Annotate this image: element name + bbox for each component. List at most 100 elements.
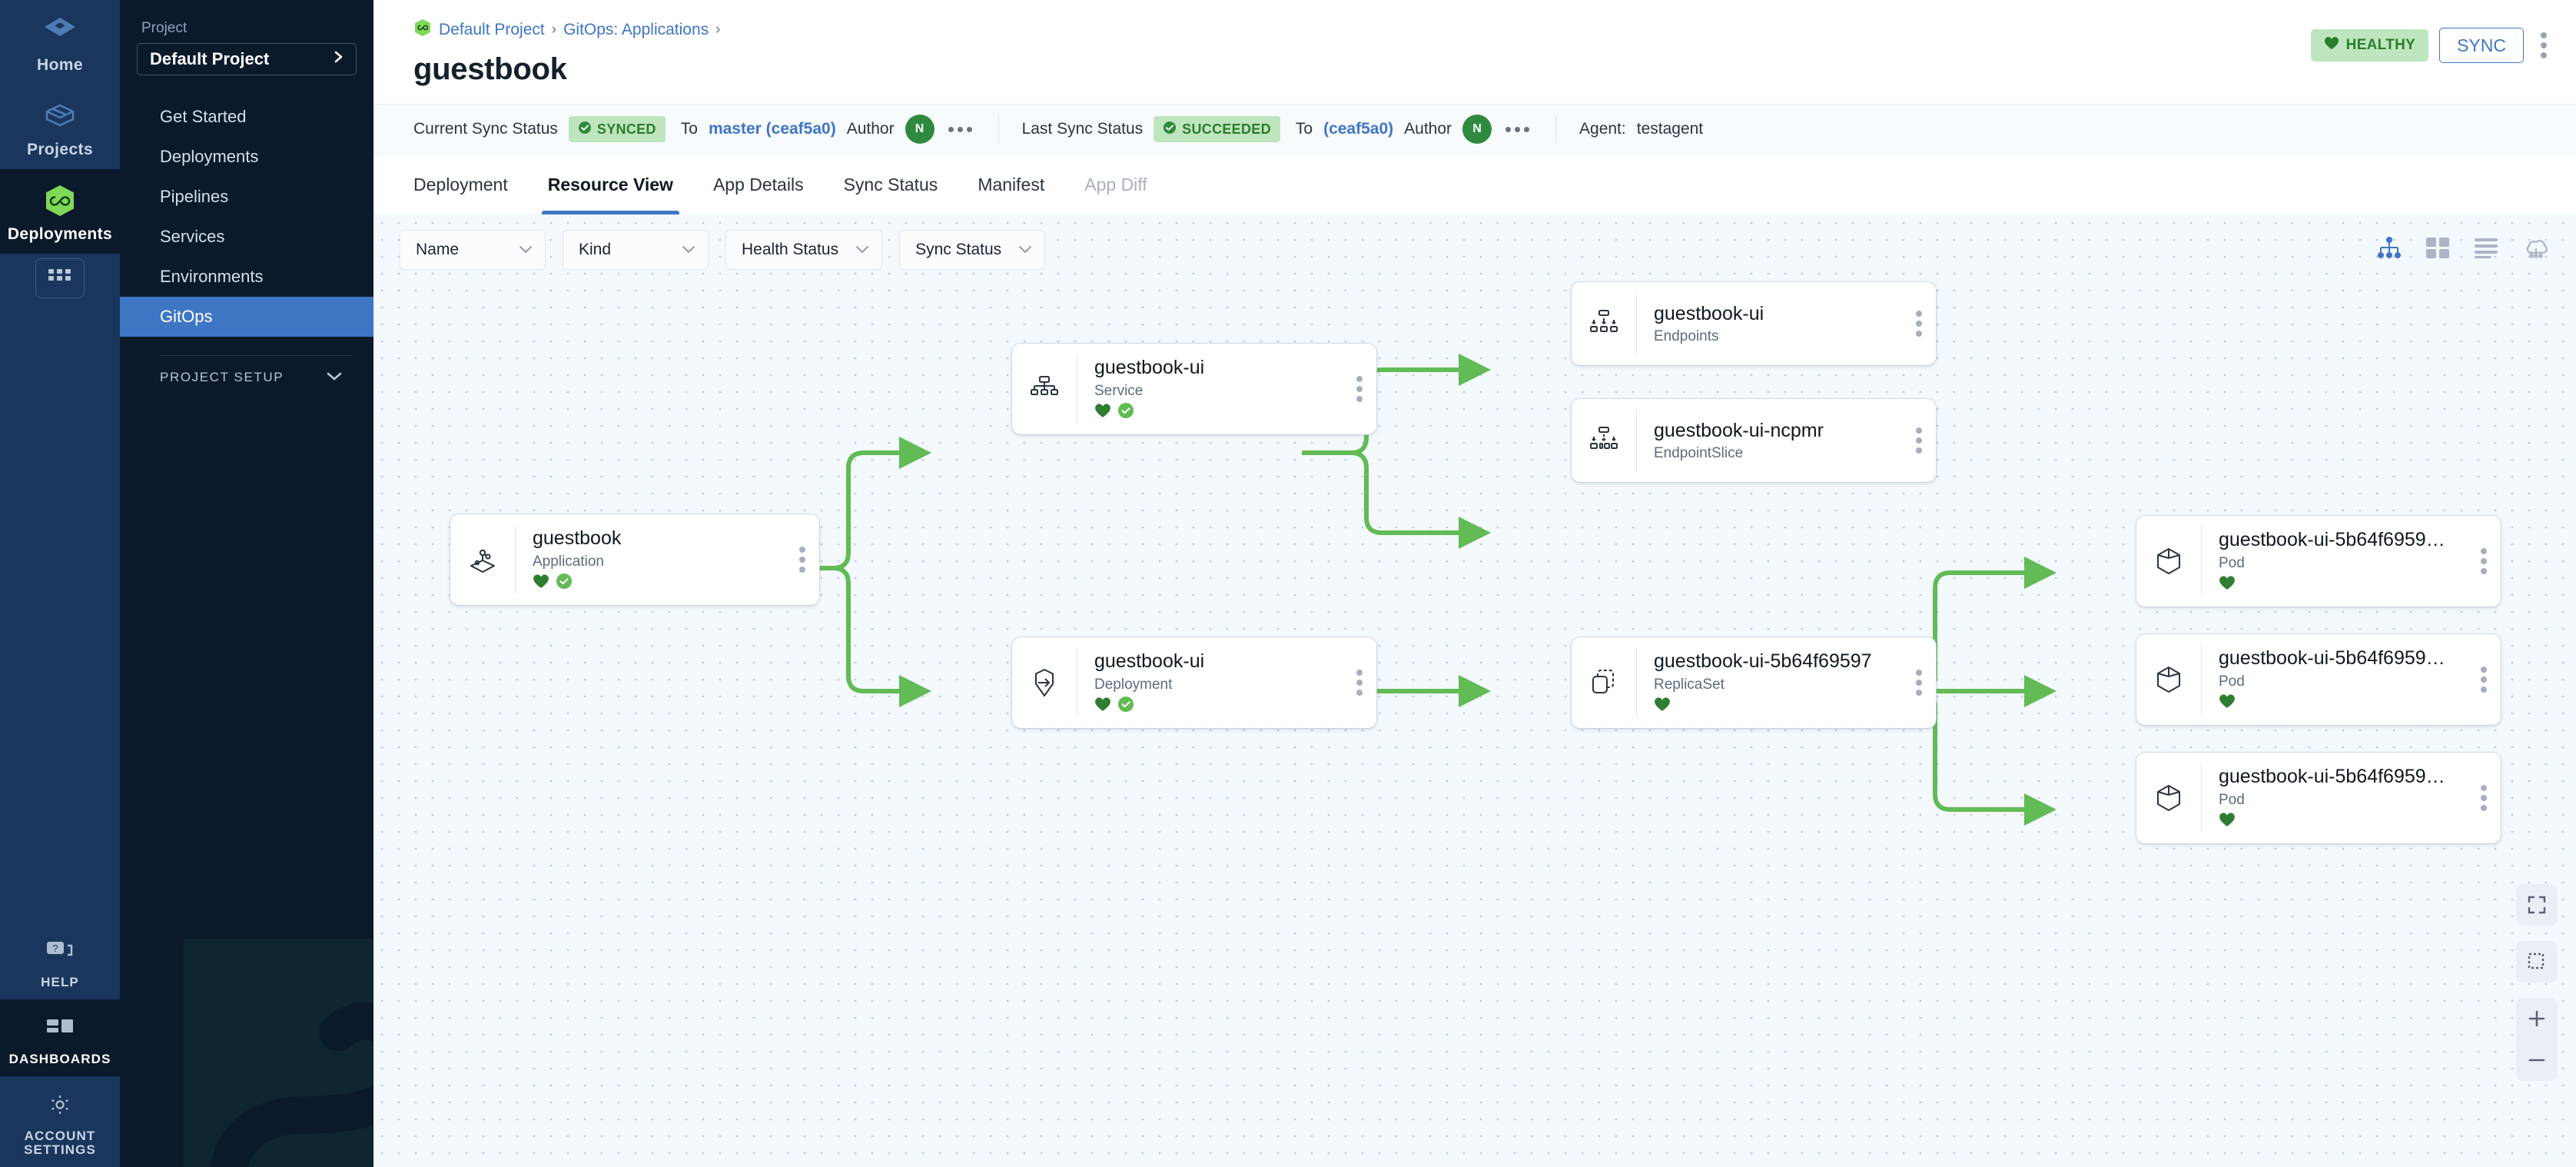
- zoom-in-icon[interactable]: [2516, 998, 2558, 1039]
- chevron-down-icon: [1018, 242, 1032, 258]
- filter-kind[interactable]: Kind: [563, 230, 709, 270]
- rail-item-projects[interactable]: Projects: [0, 85, 120, 169]
- sync-button[interactable]: SYNC: [2439, 28, 2524, 63]
- agent-label: Agent:: [1579, 120, 1626, 138]
- node-more-options-icon[interactable]: [1911, 662, 1936, 703]
- graph-node-endpointslice[interactable]: guestbook-ui-ncpmr EndpointSlice: [1572, 399, 1936, 482]
- graph-node-pod-1[interactable]: guestbook-ui-5b64f6959… Pod: [2136, 516, 2501, 607]
- app-grid-icon[interactable]: [35, 258, 85, 298]
- grid-view-icon[interactable]: [2425, 236, 2450, 259]
- zoom-group: [2516, 998, 2558, 1081]
- sidebar-item-environments[interactable]: Environments: [120, 257, 373, 297]
- sidebar-item-gitops[interactable]: GitOps: [120, 297, 373, 337]
- sidebar-item-pipelines[interactable]: Pipelines: [120, 177, 373, 217]
- chevron-down-icon: [682, 242, 695, 258]
- graph-node-pod-3[interactable]: guestbook-ui-5b64f6959… Pod: [2136, 753, 2501, 843]
- node-body: guestbook-ui Deployment: [1077, 650, 1352, 715]
- page-header: Default Project › GitOps: Applications ›…: [373, 0, 2576, 104]
- health-heart-icon: [2219, 693, 2236, 713]
- list-view-icon[interactable]: [2473, 237, 2499, 258]
- infinity-hex-icon: [3, 183, 117, 218]
- last-to-label: To: [1296, 120, 1313, 138]
- node-more-options-icon[interactable]: [2476, 777, 2501, 819]
- node-kind: Pod: [2219, 792, 2468, 809]
- synced-check-icon: [1118, 697, 1134, 716]
- rail-item-dashboards[interactable]: DASHBOARDS: [0, 999, 120, 1076]
- graph-node-endpoints[interactable]: guestbook-ui Endpoints: [1572, 282, 1936, 365]
- home-diamond-icon: [3, 14, 117, 49]
- tab-manifest[interactable]: Manifest: [958, 155, 1064, 214]
- svg-text:?: ?: [52, 943, 58, 954]
- fit-screen-icon[interactable]: [2516, 884, 2558, 926]
- sync-status-strip: Current Sync Status SYNCED To master (ce…: [373, 104, 2576, 155]
- chevron-down-icon: [519, 242, 533, 258]
- health-heart-icon: [1654, 697, 1671, 716]
- current-more-options-icon[interactable]: [945, 122, 975, 137]
- tab-bar: Deployment Resource View App Details Syn…: [373, 155, 2576, 214]
- node-more-options-icon[interactable]: [1352, 368, 1376, 410]
- graph-node-pod-2[interactable]: guestbook-ui-5b64f6959… Pod: [2136, 634, 2501, 725]
- graph-node-replicaset[interactable]: guestbook-ui-5b64f69597 ReplicaSet: [1572, 637, 1936, 728]
- node-more-options-icon[interactable]: [1352, 662, 1376, 703]
- breadcrumb-separator: ›: [552, 22, 556, 38]
- canvas-zoom-controls: [2516, 884, 2558, 1081]
- rail-item-home[interactable]: Home: [0, 0, 120, 85]
- breadcrumb-gitops-applications[interactable]: GitOps: Applications: [563, 21, 709, 39]
- node-more-options-icon[interactable]: [1911, 420, 1936, 461]
- tab-resource-view[interactable]: Resource View: [528, 155, 693, 214]
- filter-name[interactable]: Name: [400, 230, 546, 270]
- sidebar-item-deployments[interactable]: Deployments: [120, 137, 373, 177]
- node-name: guestbook-ui-5b64f6959…: [2219, 647, 2468, 670]
- rail-item-account-settings[interactable]: ACCOUNT SETTINGS: [0, 1076, 120, 1167]
- filter-sync-status[interactable]: Sync Status: [899, 230, 1045, 270]
- gear-icon: [3, 1087, 117, 1122]
- node-body: guestbook-ui-5b64f6959… Pod: [2202, 528, 2476, 593]
- filter-sync-status-label: Sync Status: [915, 241, 1001, 259]
- select-area-icon[interactable]: [2516, 941, 2558, 982]
- rail-item-help[interactable]: ? HELP: [0, 923, 120, 999]
- graph-node-application[interactable]: guestbook Application: [450, 514, 819, 605]
- avatar[interactable]: N: [905, 115, 934, 144]
- sidebar-item-get-started[interactable]: Get Started: [120, 97, 373, 137]
- filter-name-label: Name: [416, 241, 459, 259]
- status-badge-healthy[interactable]: HEALTHY: [2311, 29, 2428, 62]
- project-selector[interactable]: Default Project: [137, 43, 357, 75]
- graph-node-deployment[interactable]: guestbook-ui Deployment: [1012, 637, 1376, 728]
- sidebar-nav: Get Started Deployments Pipelines Servic…: [120, 97, 373, 337]
- sidebar-project-setup[interactable]: PROJECT SETUP: [120, 356, 373, 399]
- last-revision-link[interactable]: (ceaf5a0): [1323, 120, 1393, 138]
- tab-app-details[interactable]: App Details: [693, 155, 824, 214]
- node-more-options-icon[interactable]: [2476, 540, 2501, 582]
- filter-health-status-label: Health Status: [742, 241, 838, 259]
- rail-item-label: DASHBOARDS: [3, 1052, 117, 1067]
- gitops-logo-icon: [413, 18, 432, 42]
- breadcrumb: Default Project › GitOps: Applications ›: [413, 18, 2550, 42]
- graph-node-service[interactable]: guestbook-ui Service: [1012, 344, 1376, 434]
- node-more-options-icon[interactable]: [795, 539, 819, 580]
- sidebar-item-services[interactable]: Services: [120, 217, 373, 257]
- health-heart-icon: [1094, 697, 1111, 716]
- network-view-icon[interactable]: [2522, 236, 2550, 259]
- more-options-icon[interactable]: [2535, 28, 2553, 63]
- last-more-options-icon[interactable]: [1502, 122, 1532, 137]
- current-revision-link[interactable]: master (ceaf5a0): [709, 120, 836, 138]
- zoom-out-icon[interactable]: [2516, 1039, 2558, 1081]
- node-more-options-icon[interactable]: [1911, 303, 1936, 344]
- filter-bar: Name Kind Health Status: [400, 230, 1045, 270]
- node-body: guestbook-ui-5b64f6959… Pod: [2202, 647, 2476, 712]
- sidebar-item-label: Deployments: [160, 147, 258, 167]
- node-name: guestbook-ui-5b64f6959…: [2219, 528, 2468, 552]
- tab-deployment[interactable]: Deployment: [413, 155, 528, 214]
- breadcrumb-default-project[interactable]: Default Project: [439, 21, 545, 39]
- tree-view-icon[interactable]: [2376, 236, 2402, 259]
- primary-icon-rail: Home Projects Deployments ?: [0, 0, 120, 1167]
- filter-health-status[interactable]: Health Status: [725, 230, 882, 270]
- sidebar-item-label: Services: [160, 227, 224, 247]
- node-body: guestbook-ui Service: [1077, 356, 1352, 421]
- avatar[interactable]: N: [1462, 115, 1492, 144]
- resource-graph-canvas[interactable]: Name Kind Health Status: [373, 214, 2576, 1167]
- node-more-options-icon[interactable]: [2476, 659, 2501, 700]
- tab-sync-status[interactable]: Sync Status: [824, 155, 958, 214]
- current-sync-status-badge: SYNCED: [569, 116, 666, 142]
- rail-item-deployments[interactable]: Deployments: [0, 169, 120, 254]
